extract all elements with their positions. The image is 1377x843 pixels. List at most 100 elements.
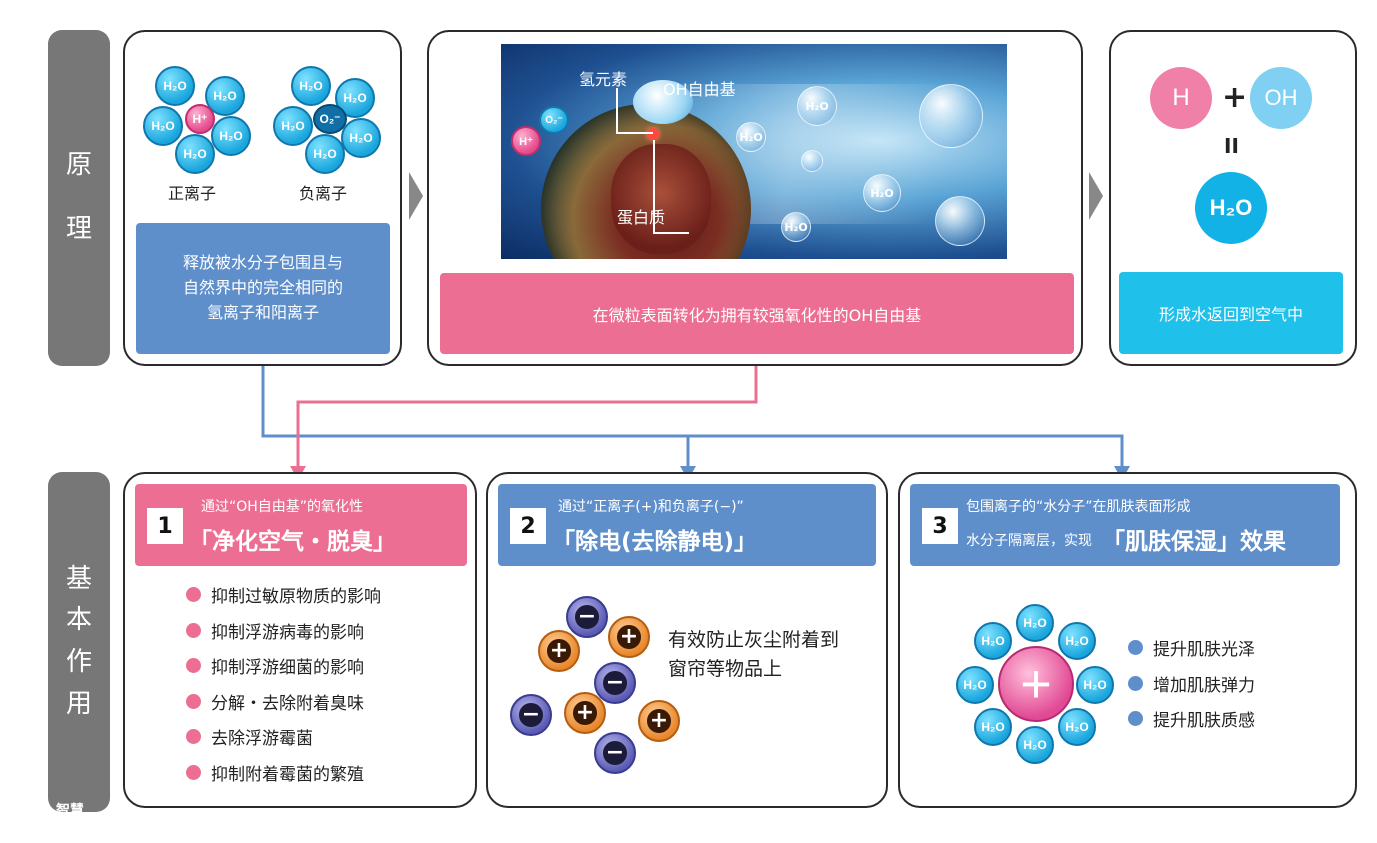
equation-equals-sign: II: [1224, 134, 1239, 158]
list-item: 抑制附着霉菌的繁殖: [186, 755, 381, 791]
principle-char-2: 理: [65, 214, 92, 244]
flow-arrow-2: [1089, 172, 1103, 220]
functions-char-1: 基: [65, 563, 92, 594]
positive-ion-cluster: H₂O H₂O H₂O H₂O H₂O H⁺: [143, 66, 255, 176]
list-item: 抑制浮游病毒的影响: [186, 613, 381, 649]
water-bubble-small: [801, 150, 823, 172]
functions-char-2: 本: [65, 605, 92, 636]
function-subtitle-2: 通过“正离子(+)和负离子(−)”: [558, 499, 744, 515]
label-connector: [653, 140, 655, 232]
water-bubble: H₂O: [797, 86, 837, 126]
hydrogen-ion: H⁺: [185, 104, 215, 134]
release-line-2: 自然界中的完全相同的: [182, 278, 343, 298]
negative-charge-icon: −: [594, 732, 636, 774]
protein-label: 蛋白质: [617, 208, 666, 227]
principle-char-1: 原: [65, 150, 92, 181]
release-line-1: 释放被水分子包围且与: [182, 253, 343, 273]
equation-plus-sign: +: [1222, 80, 1248, 115]
water-molecule: H₂O: [1058, 622, 1096, 660]
list-item: 抑制过敏原物质的影响: [186, 577, 381, 613]
water-molecule: H₂O: [211, 116, 251, 156]
functions-char-3: 作: [65, 647, 92, 677]
water-molecule: H₂O: [1058, 708, 1096, 746]
convert-description: 在微粒表面转化为拥有较强氧化性的OH自由基: [440, 273, 1074, 354]
charge-cluster: − + + − − + + −: [510, 596, 680, 776]
central-ion: +: [998, 646, 1074, 722]
hydrogen-element-label: 氢元素: [579, 70, 628, 89]
function-header-moisturize: 3 包围离子的“水分子”在肌肤表面形成 水分子隔离层，实现 「肌肤保湿」效果: [910, 484, 1340, 566]
pink-connector: [296, 354, 758, 470]
positive-charge-icon: +: [564, 692, 606, 734]
equation-h-circle: H: [1150, 67, 1212, 129]
function-header-purify: 1 通过“OH自由基”的氧化性 「净化空气・脱臭」: [135, 484, 467, 566]
list-item: 去除浮游霉菌: [186, 719, 381, 755]
red-marker-dot: [647, 128, 659, 140]
oxygen-ion: O₂⁻: [313, 104, 347, 134]
list-item: 分解・去除附着臭味: [186, 684, 381, 720]
negative-ion-cluster: H₂O H₂O H₂O H₂O H₂O O₂⁻: [273, 66, 385, 176]
water-bubble: H₂O: [863, 174, 901, 212]
function-subtitle-3a: 包围离子的“水分子”在肌肤表面形成: [966, 499, 1191, 515]
label-connector: [616, 88, 618, 134]
water-bubble: H₂O: [781, 212, 811, 242]
list-item: 抑制浮游细菌的影响: [186, 648, 381, 684]
water-molecule: H₂O: [155, 66, 195, 106]
function-title-1: 「净化空气・脱臭」: [189, 529, 396, 555]
water-molecule: H₂O: [1016, 726, 1054, 764]
function-title-3: 「肌肤保湿」效果: [1102, 529, 1286, 555]
negative-charge-icon: −: [510, 694, 552, 736]
particle-scene: H⁺ O₂⁻ H₂O H₂O H₂O H₂O 氢元素 OH自由基 蛋白质: [501, 44, 1007, 259]
equation-result-circle: H₂O: [1195, 172, 1267, 244]
equation-oh-circle: OH: [1250, 67, 1312, 129]
functions-side-label: 基 本 作 用: [48, 472, 110, 812]
negative-charge-icon: −: [566, 596, 608, 638]
water-molecule: H₂O: [956, 666, 994, 704]
water-molecule: H₂O: [273, 106, 313, 146]
water-bubble-large: [919, 84, 983, 148]
oh-radical-label: OH自由基: [663, 80, 736, 99]
water-molecule: H₂O: [143, 106, 183, 146]
water-bubble-large: [935, 196, 985, 246]
water-shield-cluster: + H₂O H₂O H₂O H₂O H₂O H₂O H₂O H₂O: [956, 604, 1116, 764]
water-molecule: H₂O: [974, 708, 1012, 746]
antistatic-line-2: 窗帘等物品上: [668, 658, 783, 681]
negative-ion-caption: 负离子: [299, 184, 348, 203]
water-bubble: H₂O: [736, 122, 766, 152]
water-molecule: H₂O: [1076, 666, 1114, 704]
function-subtitle-1: 通过“OH自由基”的氧化性: [201, 499, 364, 515]
label-connector: [616, 132, 653, 134]
functions-char-4: 用: [65, 688, 92, 719]
release-line-3: 氢离子和阳离子: [206, 302, 319, 322]
water-molecule: H₂O: [291, 66, 331, 106]
function-subtitle-3b: 水分子隔离层，实现: [966, 533, 1092, 549]
protein-core: [611, 144, 711, 254]
function-number-1: 1: [147, 508, 183, 544]
water-molecule: H₂O: [175, 134, 215, 174]
function-number-3: 3: [922, 508, 958, 544]
water-molecule: H₂O: [305, 134, 345, 174]
positive-charge-icon: +: [538, 630, 580, 672]
function-title-2: 「除电(去除静电)」: [552, 529, 758, 555]
watermark: 智慧……: [56, 803, 112, 819]
antistatic-description: 有效防止灰尘附着到 窗帘等物品上: [668, 626, 839, 685]
scene-oxygen-ion: O₂⁻: [539, 106, 569, 134]
function-header-antistatic: 2 通过“正离子(+)和负离子(−)” 「除电(去除静电)」: [498, 484, 876, 566]
moisturize-benefit-list: 提升肌肤光泽 增加肌肤弹力 提升肌肤质感: [1128, 630, 1255, 737]
list-item: 增加肌肤弹力: [1128, 666, 1255, 702]
list-item: 提升肌肤光泽: [1128, 630, 1255, 666]
purify-benefit-list: 抑制过敏原物质的影响 抑制浮游病毒的影响 抑制浮游细菌的影响 分解・去除附着臭味…: [186, 577, 381, 790]
function-number-2: 2: [510, 508, 546, 544]
flow-arrow-1: [409, 172, 423, 220]
principle-side-label: 原 理: [48, 30, 110, 366]
positive-charge-icon: +: [638, 700, 680, 742]
water-molecule: H₂O: [341, 118, 381, 158]
negative-charge-icon: −: [594, 662, 636, 704]
positive-charge-icon: +: [608, 616, 650, 658]
antistatic-line-1: 有效防止灰尘附着到: [668, 629, 840, 651]
blue-connector: [261, 354, 1124, 470]
label-connector: [653, 232, 689, 234]
oh-radical-blob: [633, 80, 693, 124]
scene-hydrogen-ion: H⁺: [511, 126, 541, 156]
return-description: 形成水返回到空气中: [1119, 272, 1343, 354]
water-molecule: H₂O: [1016, 604, 1054, 642]
